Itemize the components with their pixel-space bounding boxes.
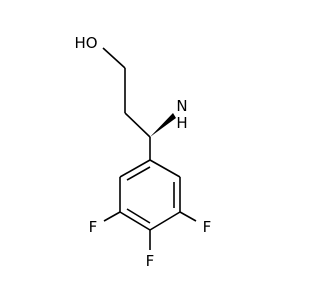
ring-bond-4 bbox=[119, 211, 151, 231]
wedge-bond-c3-n bbox=[150, 113, 176, 137]
ring-bond-1 bbox=[149, 159, 181, 178]
molecule-structure: HO N H F F F bbox=[74, 34, 212, 270]
ring-bond-6 bbox=[119, 159, 151, 178]
hydroxyl-label: HO bbox=[74, 34, 97, 52]
amine-h-label: H bbox=[176, 114, 187, 132]
bond-o-c1 bbox=[102, 47, 126, 69]
amine-n-label: N bbox=[176, 97, 187, 115]
fluorine-right-label: F bbox=[203, 218, 212, 236]
ring-double-bond-3 bbox=[126, 166, 151, 181]
ring-bond-3 bbox=[149, 211, 181, 231]
bond-ring-f-right bbox=[179, 211, 197, 222]
bond-ring-f-left bbox=[103, 211, 121, 222]
fluorine-left-label: F bbox=[89, 218, 98, 236]
fluorine-bottom-label: F bbox=[146, 252, 155, 270]
ring-double-bond-2 bbox=[126, 208, 151, 224]
bond-c2-c3 bbox=[124, 112, 151, 138]
